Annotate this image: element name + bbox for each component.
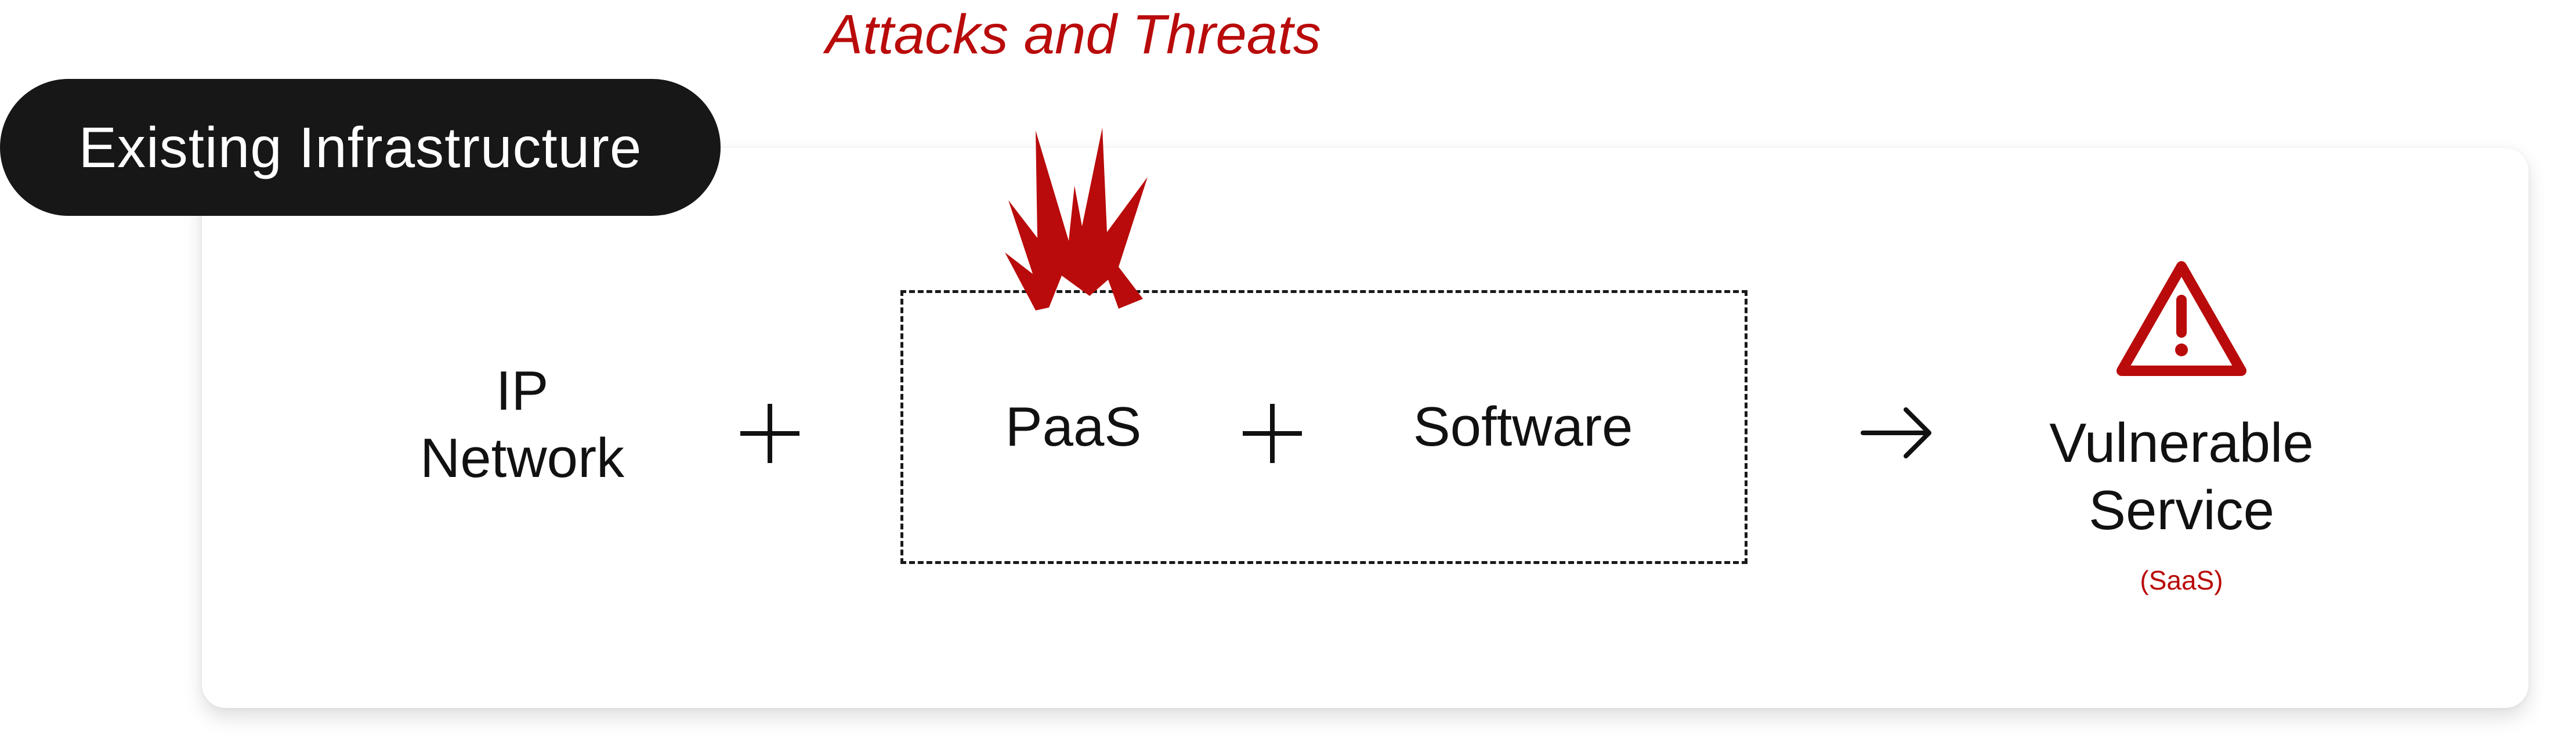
paas-label: PaaS: [1005, 396, 1142, 458]
software-label: Software: [1413, 396, 1633, 458]
arrow-right-icon: [1861, 407, 1931, 458]
existing-infrastructure-label: Existing Infrastructure: [78, 115, 642, 179]
ip-label-line2: Network: [419, 427, 625, 489]
vulnerable-service-label: Vulnerable Service: [1955, 410, 2408, 544]
explosion-icon: [1005, 128, 1148, 310]
paas-software-dashed-group: [900, 290, 1748, 564]
plus-icon: [740, 404, 799, 463]
warning-triangle-icon: [2116, 261, 2246, 376]
existing-infrastructure-pill: Existing Infrastructure: [0, 79, 721, 216]
infrastructure-card: [202, 148, 2528, 708]
ip-network-label: IP Network: [377, 357, 667, 492]
vulnerable-label-line2: Service: [2088, 479, 2275, 541]
plus-icon: [1243, 404, 1302, 463]
vulnerable-label-line1: Vulnerable: [2049, 412, 2314, 474]
attacks-and-threats-label: Attacks and Threats: [826, 3, 1321, 66]
ip-label-line1: IP: [495, 360, 549, 422]
saas-sublabel: (SaaS): [2140, 565, 2223, 595]
